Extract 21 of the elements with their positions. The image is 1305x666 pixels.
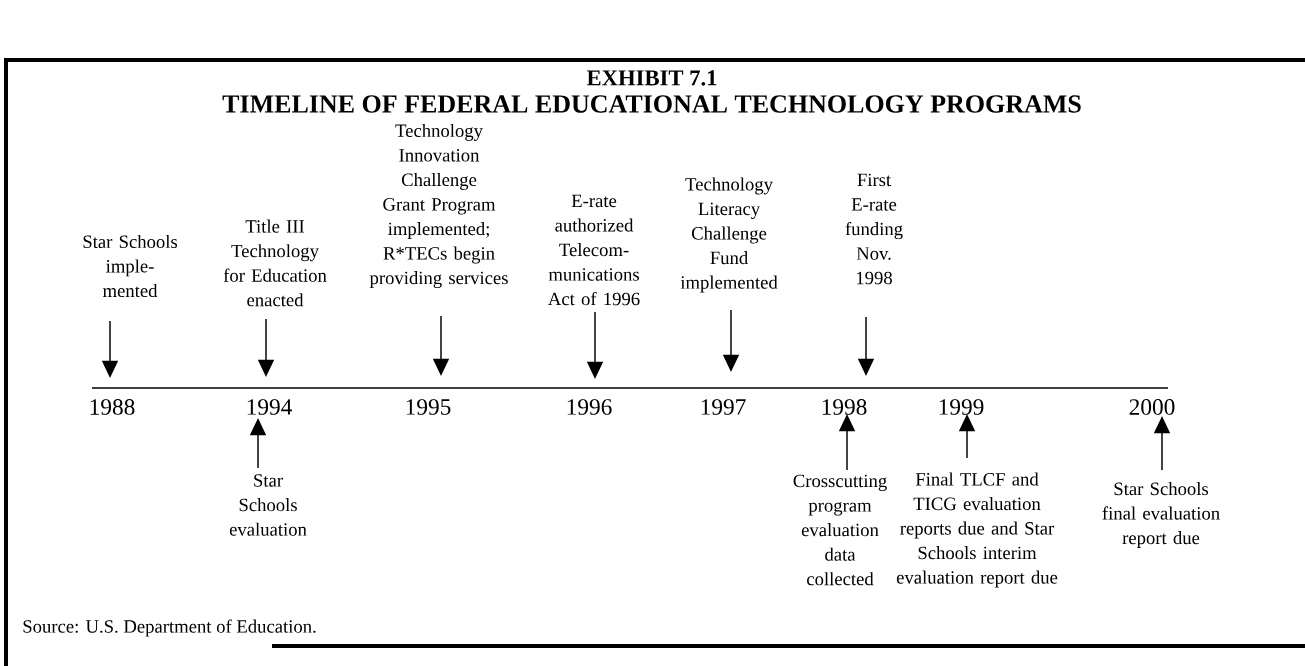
year-label: 1999 bbox=[939, 399, 984, 415]
year-label: 2000 bbox=[1129, 399, 1175, 415]
event-label: E-rate authorized Telecom- munications Act of 1996 bbox=[548, 194, 640, 306]
year-label: 1998 bbox=[822, 399, 867, 415]
exhibit-number: EXHIBIT 7.1 bbox=[586, 70, 717, 86]
year-label: 1997 bbox=[701, 399, 746, 415]
event-label: Star Schools evaluation bbox=[229, 474, 307, 536]
event-label: Star Schools imple- mented bbox=[83, 234, 178, 298]
year-label: 1995 bbox=[406, 399, 451, 415]
year-label: 1988 bbox=[90, 399, 135, 415]
event-label: Technology Literacy Challenge Fund implemented bbox=[680, 177, 778, 293]
year-label: 1996 bbox=[567, 399, 612, 415]
source-note: Source: U.S. Department of Education. bbox=[23, 619, 316, 637]
event-label: Technology Innovation Challenge Grant Program implemented; R*TECs begin providing services bbox=[369, 123, 508, 289]
event-label: Final TLCF and TICG evaluation reports due and Star Schools interim evaluation report due bbox=[896, 472, 1058, 588]
event-label: Title III Technology for Education enacted bbox=[223, 219, 327, 307]
event-label: First E-rate funding Nov. 1998 bbox=[845, 173, 903, 285]
event-label: Crosscutting program evaluation data collected bbox=[793, 474, 887, 586]
title: TIMELINE OF FEDERAL EDUCATIONAL TECHNOLOGY PROGRAMS bbox=[222, 95, 1081, 113]
event-label: Star Schools final evaluation report due bbox=[1102, 482, 1220, 548]
year-label: 1994 bbox=[247, 399, 292, 415]
